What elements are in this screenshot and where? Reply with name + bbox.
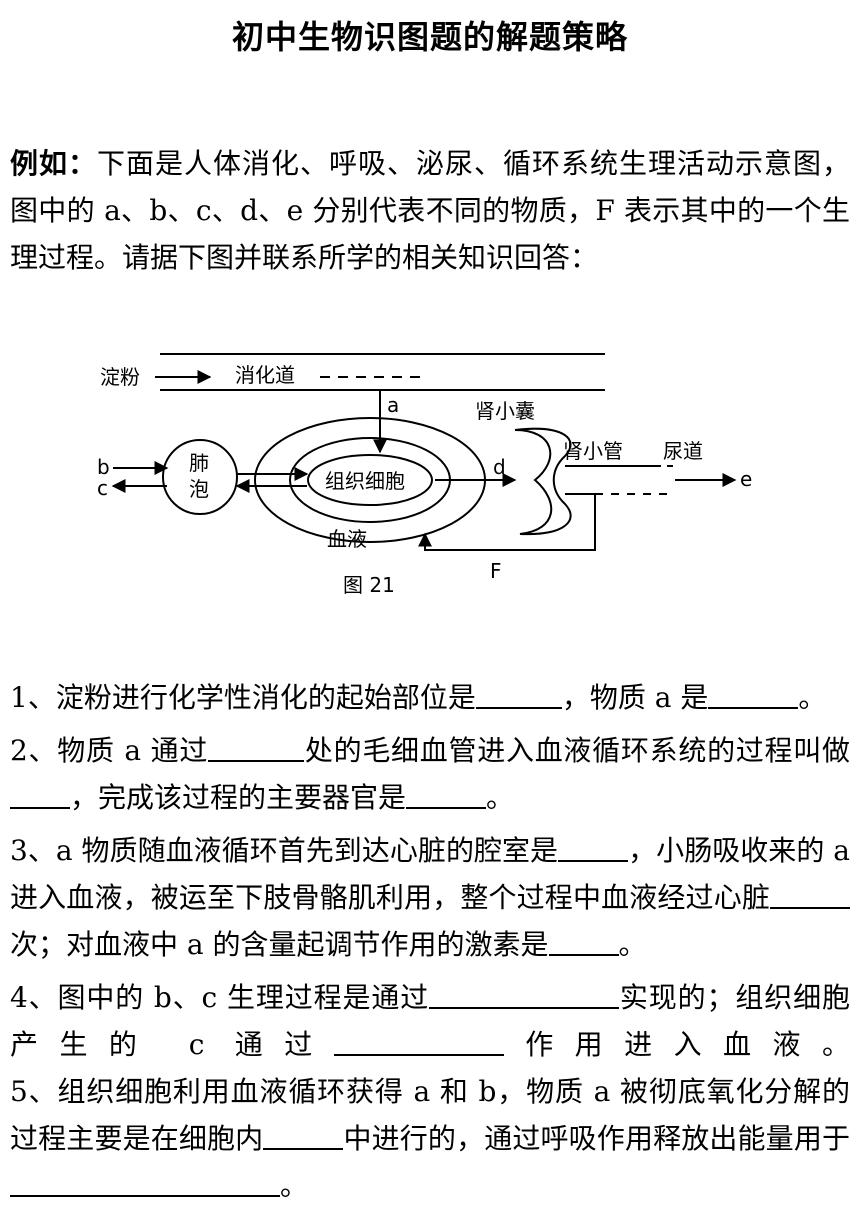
label-blood: 血液: [327, 527, 367, 551]
page-title: 初中生物识图题的解题策略: [231, 18, 628, 56]
reabsorption-loop-F: [418, 494, 596, 551]
label-renal-tubule: 肾小管: [563, 439, 623, 463]
answer-blank[interactable]: [708, 681, 799, 709]
intro-lead: 例如：: [10, 147, 97, 180]
answer-blank[interactable]: [558, 834, 629, 862]
answer-blank[interactable]: [548, 928, 619, 956]
label-b: b: [97, 455, 110, 479]
question-5: 5、组织细胞利用血液循环获得 a 和 b，物质 a 被彻底氧化分解的过程主要是在…: [10, 1075, 850, 1202]
answer-blank[interactable]: [770, 881, 850, 909]
intro-text: 下面是人体消化、呼吸、泌尿、循环系统生理活动示意图，图中的 a、b、c、d、e …: [10, 147, 850, 274]
question-4: 4、图中的 b、c 生理过程是通过实现的；组织细胞产生的 c 通过作用进入血液。: [10, 981, 850, 1061]
question-2: 2、物质 a 通过处的毛细血管进入血液循环系统的过程叫做，完成该过程的主要器官是…: [10, 734, 850, 814]
answer-blank[interactable]: [429, 981, 620, 1009]
label-alveolus-1: 肺: [189, 451, 209, 475]
question-list: 1、淀粉进行化学性消化的起始部位是，物质 a 是。 2、物质 a 通过处的毛细血…: [10, 674, 850, 1209]
answer-blank[interactable]: [263, 1122, 344, 1150]
label-d: d: [493, 455, 506, 479]
intro-paragraph: 例如：下面是人体消化、呼吸、泌尿、循环系统生理活动示意图，图中的 a、b、c、d…: [10, 140, 850, 281]
physiology-diagram: 淀粉 消化道 a 肾小囊 肾小管 尿道 b c 肺 泡 组织细胞 d e 血液 …: [97, 353, 752, 597]
answer-blank[interactable]: [208, 734, 305, 762]
question-3: 3、a 物质随血液循环首先到达心脏的腔室是，小肠吸收来的 a 进入血液，被运至下…: [10, 834, 850, 961]
label-F: F: [490, 559, 502, 583]
bowman-capsule-shape: [514, 427, 572, 536]
label-e: e: [740, 467, 752, 491]
label-tissue-cell: 组织细胞: [325, 469, 405, 493]
label-a: a: [387, 393, 399, 417]
alveolus-circle: [162, 439, 238, 515]
answer-blank[interactable]: [10, 1169, 280, 1197]
answer-blank[interactable]: [10, 781, 70, 809]
answer-blank[interactable]: [475, 681, 562, 709]
label-digestive-tract: 消化道: [235, 363, 295, 387]
label-starch: 淀粉: [100, 365, 140, 389]
figure-caption: 图 21: [343, 573, 395, 597]
label-bowman-capsule: 肾小囊: [475, 399, 535, 423]
label-urethra: 尿道: [663, 439, 703, 463]
question-1: 1、淀粉进行化学性消化的起始部位是，物质 a 是。: [10, 681, 827, 714]
answer-blank[interactable]: [406, 781, 487, 809]
answer-blank[interactable]: [333, 1028, 504, 1056]
label-alveolus-2: 泡: [189, 477, 209, 501]
label-c: c: [97, 476, 108, 500]
